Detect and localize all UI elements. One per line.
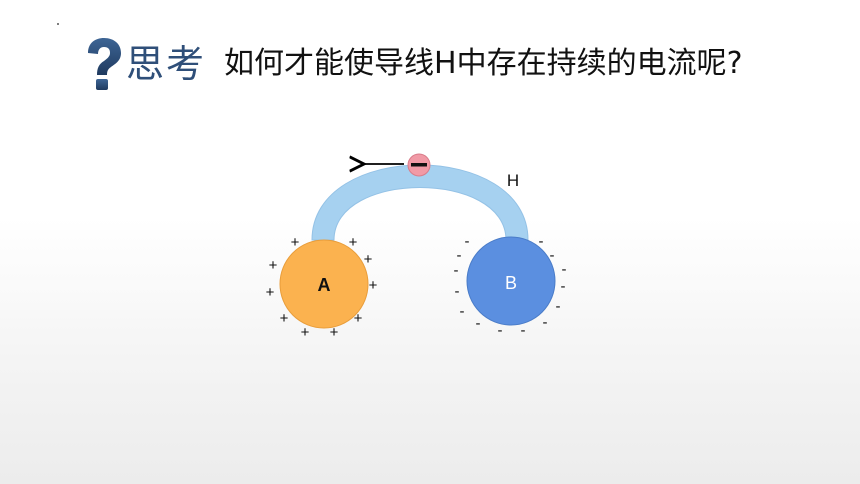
- plus-charge: +: [301, 324, 310, 341]
- minus-charge: -: [539, 233, 544, 250]
- sphere-b-label: B: [505, 273, 517, 293]
- minus-charge: -: [457, 247, 462, 264]
- minus-charge: -: [476, 315, 481, 332]
- minus-charge: -: [498, 322, 503, 339]
- plus-charge: +: [354, 310, 363, 327]
- sphere-b: [466, 236, 556, 326]
- positive-charges: + + + + + + + + + +: [266, 234, 378, 341]
- minus-charge: -: [460, 303, 465, 320]
- minus-charge: -: [550, 247, 555, 264]
- slide-header: 思考 如何才能使导线H中存在持续的电流呢?: [80, 36, 743, 92]
- plus-charge: +: [369, 277, 378, 294]
- plus-charge: +: [364, 251, 373, 268]
- wire-label: H: [507, 171, 519, 190]
- slide-question: 如何才能使导线H中存在持续的电流呢?: [224, 46, 743, 81]
- decorative-dot: [57, 23, 59, 25]
- plus-charge: +: [266, 284, 275, 301]
- minus-charge: -: [455, 283, 460, 300]
- negative-charges: - - - - - - - - - - - - - -: [454, 233, 567, 339]
- sphere-a-label: A: [318, 275, 331, 295]
- electron-minus-sign: [411, 163, 427, 167]
- minus-charge: -: [543, 314, 548, 331]
- plus-charge: +: [349, 234, 358, 251]
- minus-charge: -: [556, 298, 561, 315]
- sphere-a: [279, 239, 369, 329]
- minus-charge: -: [521, 322, 526, 339]
- minus-charge: -: [465, 233, 470, 250]
- plus-charge: +: [291, 234, 300, 251]
- think-label: 思考: [126, 42, 207, 86]
- minus-charge: -: [454, 262, 459, 279]
- minus-charge: -: [561, 278, 566, 295]
- minus-charge: -: [562, 261, 567, 278]
- plus-charge: +: [330, 324, 339, 341]
- question-mark-icon: [88, 38, 121, 90]
- plus-charge: +: [269, 257, 278, 274]
- wire-h: [311, 164, 529, 241]
- plus-charge: +: [280, 310, 289, 327]
